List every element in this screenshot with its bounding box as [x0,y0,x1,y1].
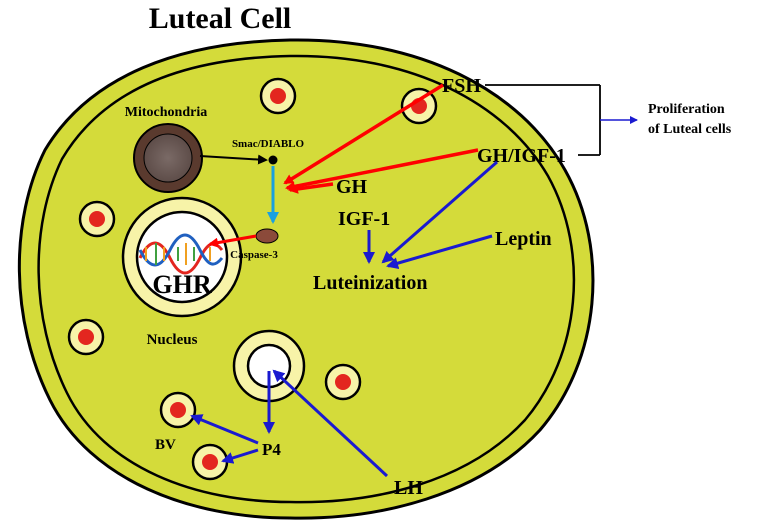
gh-igf1-label: GH/IGF-1 [477,145,566,167]
gh-igf1-red-arrow [285,148,479,192]
p4-to-bv-arrow-2 [221,448,259,464]
fsh-label: FSH [442,75,481,97]
mito-to-smac-arrow [199,154,268,165]
igf1-label: IGF-1 [338,208,390,230]
smac-diablo-label: Smac/DIABLO [232,138,305,150]
p4-to-bv-arrow [190,414,259,445]
mitochondria [133,123,203,193]
vesicle [78,200,116,238]
caspase-3-dot [255,228,279,244]
vesicle [67,318,105,356]
nucleus [121,196,243,318]
lh-arrow [272,369,389,478]
caspase-to-dna-arrow [208,234,257,248]
proliferation-label-line1: Proliferation [648,102,725,117]
gh-igf1-blue-arrow [381,160,498,264]
blood-vessel [159,391,197,429]
gh-label: GH [336,176,368,198]
leptin-arrow [386,234,493,269]
smac-diablo-dot [268,155,278,165]
p4-label: P4 [262,440,281,459]
luteinization-label: Luteinization [313,272,427,294]
vesicle [324,363,362,401]
bv-label: BV [155,437,176,453]
lh-label: LH [394,477,423,499]
fsh-arrow [283,83,444,185]
cell-body [17,38,595,520]
leptin-label: Leptin [495,228,552,250]
gh-arrow [288,182,334,194]
nucleus-label: Nucleus [147,332,198,348]
mitochondria-label: Mitochondria [125,105,207,120]
proliferation-label-line2: of Luteal cells [648,122,732,137]
vesicle [259,77,297,115]
blood-vessel [191,443,229,481]
caspase-3-label: Caspase-3 [230,249,278,261]
diagram-title: Luteal Cell [149,2,292,35]
ghr-label: GHR [152,270,211,299]
